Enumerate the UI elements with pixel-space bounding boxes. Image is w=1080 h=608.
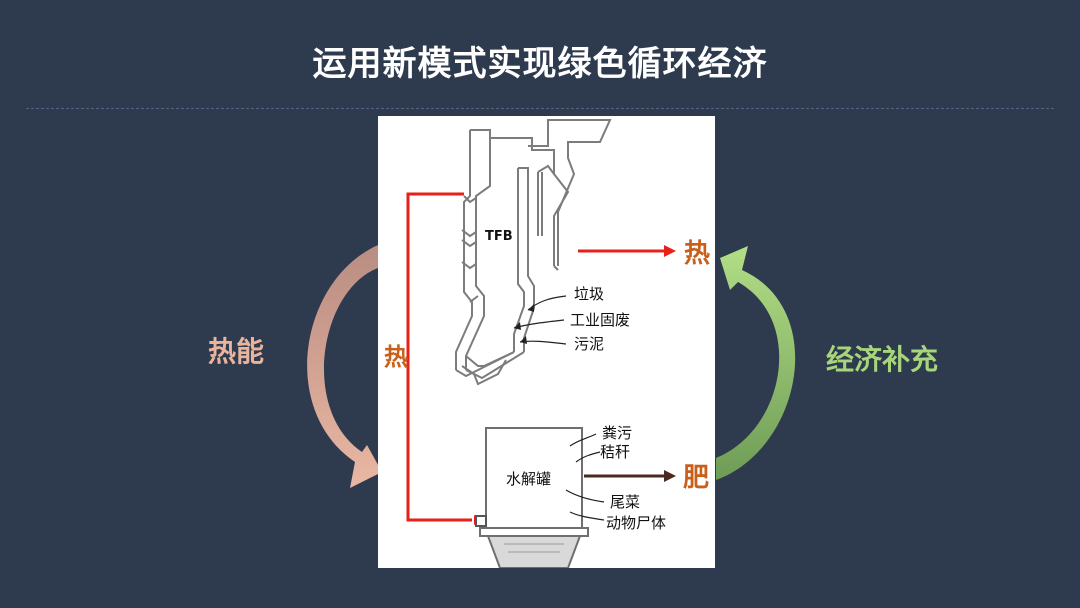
heat-pipe-line (406, 192, 472, 522)
tfb-input-garbage: 垃圾 (574, 285, 604, 303)
economic-supplement-curved-arrow (716, 246, 796, 480)
heat-energy-curved-arrow (307, 245, 382, 488)
tfb-input-pointers (513, 295, 567, 345)
tank-input-vegetable-waste: 尾菜 (610, 493, 640, 511)
tank-input-animal-carcass: 动物尸体 (606, 514, 666, 532)
process-diagram: TFB 热 热 肥 垃圾 工业固废 污泥 水解罐 粪污 秸秆 尾菜 动物尸体 (384, 119, 710, 568)
pointer-tip (514, 322, 521, 330)
hydrolysis-tank (475, 427, 589, 568)
fertilizer-output-arrowhead (664, 470, 676, 482)
pointer-tip (520, 336, 527, 344)
tfb-label: TFB (485, 229, 513, 244)
process-diagram-panel: TFB 热 热 肥 垃圾 工业固废 污泥 水解罐 粪污 秸秆 尾菜 动物尸体 (378, 116, 715, 568)
heat-pipe-label: 热 (384, 343, 408, 371)
tank-input-manure: 粪污 (602, 424, 632, 442)
heat-output-label: 热 (684, 239, 710, 269)
tfb-input-industrial-waste: 工业固废 (570, 311, 630, 329)
page-title: 运用新模式实现绿色循环经济 (312, 44, 768, 84)
economic-supplement-label: 经济补充 (826, 343, 939, 376)
tank-input-straw: 秸秆 (600, 443, 630, 461)
title-divider (26, 108, 1054, 109)
heat-output-arrowhead (664, 245, 676, 257)
pointer-tip (528, 304, 534, 312)
heat-energy-label: 热能 (208, 335, 265, 368)
tfb-boiler (455, 119, 612, 386)
fertilizer-output-label: 肥 (683, 463, 709, 493)
tank-input-pointers (565, 433, 605, 521)
tank-label: 水解罐 (506, 470, 551, 488)
tfb-input-sludge: 污泥 (574, 335, 604, 353)
